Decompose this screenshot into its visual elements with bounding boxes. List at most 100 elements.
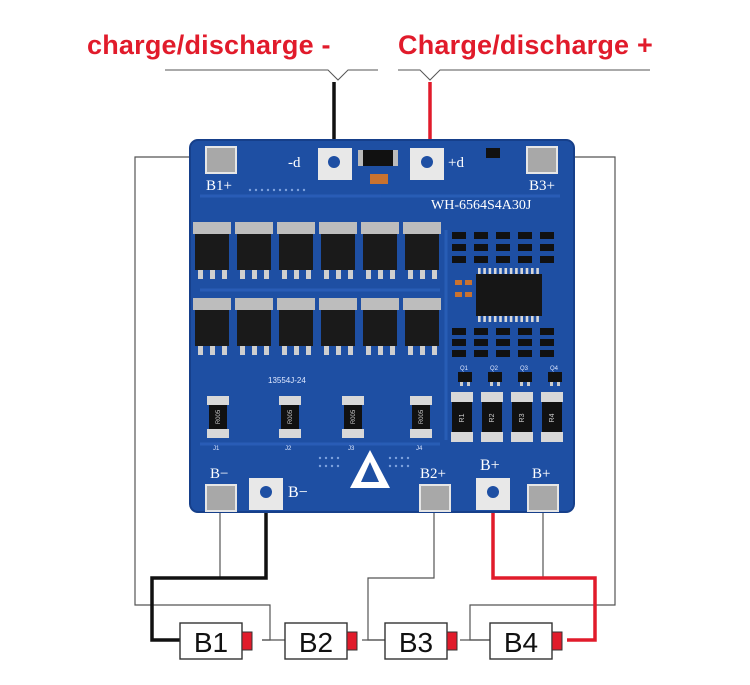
smd-part xyxy=(474,244,488,251)
mosfet-top-1 xyxy=(193,222,231,279)
esd-warning-icon xyxy=(350,450,390,488)
pad-label-b1-plus: B1+ xyxy=(206,178,232,194)
smd-part xyxy=(474,256,488,263)
junction-label: J3 xyxy=(348,446,355,452)
mosfet-bottom-2 xyxy=(235,298,273,355)
battery-cell-label: B3 xyxy=(399,627,433,658)
smd-part xyxy=(474,339,488,346)
mosfet-bottom-1 xyxy=(193,298,231,355)
shunt-code: R005 xyxy=(216,409,222,424)
pad-label-b-plus-right: B+ xyxy=(532,466,550,482)
battery-cells: B1 B2 B3 B4 xyxy=(179,622,563,660)
battery-cell-label: B4 xyxy=(504,627,538,658)
tvs-resistor-2: R2 xyxy=(481,392,503,442)
junction-label: J4 xyxy=(416,446,423,452)
smd-part xyxy=(518,244,532,251)
top-diode xyxy=(358,148,500,184)
junction-label: J2 xyxy=(285,446,292,452)
smd-part xyxy=(496,339,510,346)
charge-discharge-negative-label: charge/discharge - xyxy=(87,30,331,60)
mosfet-row-top xyxy=(193,222,441,279)
smd-part xyxy=(496,232,510,239)
pad-b-plus xyxy=(476,478,510,510)
mosfet-top-6 xyxy=(403,222,441,279)
smd-part xyxy=(452,339,466,346)
tvs-label: R3 xyxy=(519,413,526,422)
junction-label: J1 xyxy=(213,446,220,452)
pad-d-plus xyxy=(410,148,444,180)
smd-part xyxy=(474,232,488,239)
pad-label-d-plus: +d xyxy=(448,155,464,171)
mosfet-top-2 xyxy=(235,222,273,279)
smd-part xyxy=(518,350,532,357)
mosfet-top-5 xyxy=(361,222,399,279)
smd-part xyxy=(452,244,466,251)
smd-part xyxy=(474,328,488,335)
smd-part xyxy=(518,339,532,346)
smd-part xyxy=(452,350,466,357)
smd-part xyxy=(540,256,554,263)
mosfet-top-3 xyxy=(277,222,315,279)
pad-d-minus xyxy=(318,148,352,180)
smd-capacitor xyxy=(465,280,472,285)
transistor-3: Q3 xyxy=(518,366,532,386)
tvs-label: R2 xyxy=(489,413,496,422)
battery-cell-label: B2 xyxy=(299,627,333,658)
pad-label-b-minus: B− xyxy=(288,484,308,501)
board-model-number: WH-6564S4A30J xyxy=(431,198,532,213)
transistor-label: Q3 xyxy=(520,366,529,372)
mosfet-top-4 xyxy=(319,222,357,279)
transistor-label: Q1 xyxy=(460,366,469,372)
smd-part xyxy=(540,350,554,357)
transistor-1: Q1 xyxy=(458,366,472,386)
shunt-code: R005 xyxy=(288,409,294,424)
title-underline-pos xyxy=(398,69,650,81)
smd-part xyxy=(496,328,510,335)
transistor-row: Q1 Q2 Q3 Q4 xyxy=(458,366,562,386)
transistor-label: Q4 xyxy=(550,366,559,372)
smd-part xyxy=(452,232,466,239)
wire-b2-plus xyxy=(367,500,435,641)
battery-cell-b1: B1 xyxy=(179,622,253,660)
pad-label-b-plus: B+ xyxy=(480,457,500,474)
battery-cell-b2: B2 xyxy=(284,622,358,660)
mosfet-bottom-6 xyxy=(403,298,441,355)
smd-components xyxy=(452,232,554,357)
smd-part xyxy=(540,328,554,335)
tvs-resistor-1: R1 xyxy=(451,392,473,442)
battery-cell-label: B1 xyxy=(194,627,228,658)
smd-capacitor xyxy=(455,292,462,297)
transistor-label: Q2 xyxy=(490,366,499,372)
mosfet-bottom-4 xyxy=(319,298,357,355)
transistor-4: Q4 xyxy=(548,366,562,386)
tvs-label: R1 xyxy=(459,413,466,422)
shunt-code: R005 xyxy=(419,409,425,424)
battery-cell-b4: B4 xyxy=(489,622,563,660)
battery-cell-b3: B3 xyxy=(384,622,458,660)
pad-label-d-minus: -d xyxy=(288,155,301,171)
title-underline-neg xyxy=(165,69,378,81)
pad-b1-plus xyxy=(205,146,237,174)
pad-label-b2-plus: B2+ xyxy=(420,466,446,482)
mosfet-row-bottom xyxy=(193,298,441,355)
protection-ic xyxy=(476,268,542,322)
pad-b2-plus xyxy=(419,484,451,512)
pad-b-minus xyxy=(249,478,283,510)
smd-part xyxy=(452,256,466,263)
pad-label-b3-plus: B3+ xyxy=(529,178,555,194)
smd-part xyxy=(518,256,532,263)
smd-part xyxy=(452,328,466,335)
smd-part xyxy=(518,232,532,239)
smd-part xyxy=(540,244,554,251)
smd-part xyxy=(540,232,554,239)
smd-part xyxy=(540,339,554,346)
board-serial: 13554J-24 xyxy=(268,376,306,385)
pad-label-b-minus-left: B− xyxy=(210,466,228,482)
smd-capacitor xyxy=(455,280,462,285)
